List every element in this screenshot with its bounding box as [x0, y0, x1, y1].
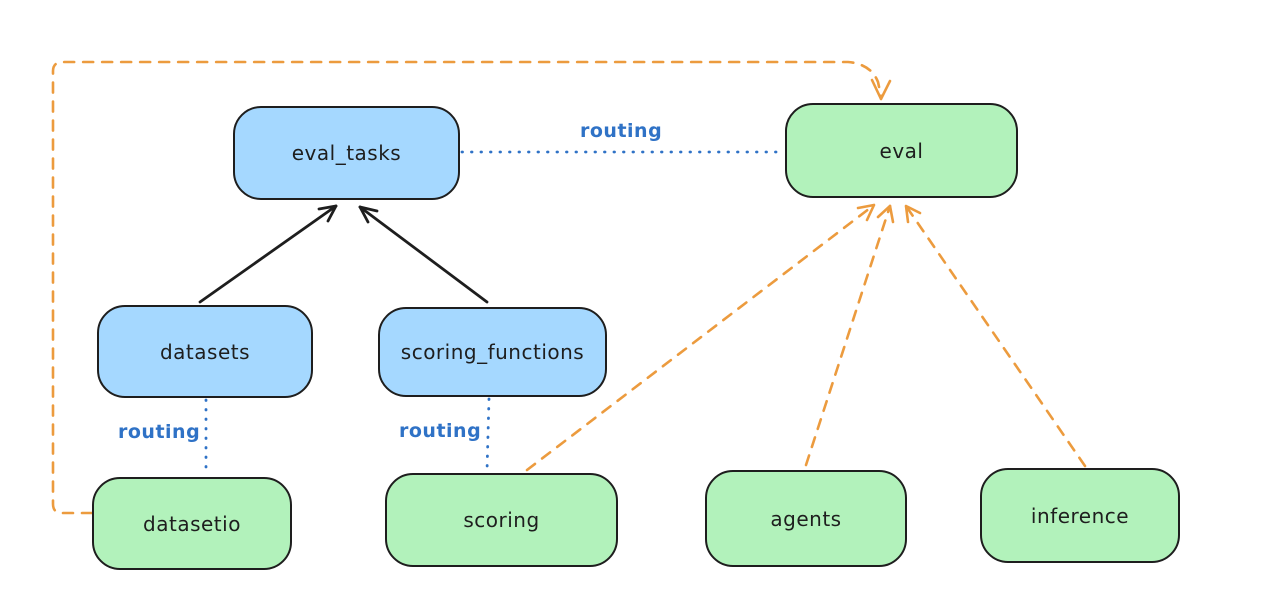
arrowhead-datasetio-eval [870, 78, 892, 101]
arrowhead-scoringfunctions-evaltasks [358, 205, 379, 224]
arrowhead-inference-eval [904, 204, 922, 224]
edge-agents-eval-line [804, 204, 892, 467]
node-scoring: scoring [385, 473, 618, 567]
arrowhead-datasets-evaltasks [317, 204, 338, 223]
edge-scoringfunctions-evaltasks-line [358, 205, 489, 304]
edge-scoring-eval [525, 203, 876, 472]
node-agents: agents [705, 470, 907, 567]
edge-scoringfunctions-scoring-line [485, 397, 491, 473]
node-eval-label: eval [879, 138, 924, 163]
edge-datasets-evaltasks [198, 204, 338, 304]
node-eval: eval [785, 103, 1018, 198]
arrowhead-agents-eval [876, 204, 895, 224]
node-agents-label: agents [770, 506, 842, 531]
routing-label-evaltasks-eval: routing [580, 120, 663, 142]
edge-datasetio-eval [51, 60, 892, 515]
node-datasetio-label: datasetio [143, 511, 241, 536]
edge-scoring-eval-line [525, 203, 876, 472]
edge-inference-eval-line [904, 204, 1087, 468]
routing-connectors [204, 150, 785, 476]
node-inference: inference [980, 468, 1180, 563]
routing-label-datasets-datasetio: routing [118, 421, 201, 443]
node-datasetio: datasetio [92, 477, 292, 570]
node-inference-label: inference [1030, 503, 1130, 528]
node-scoring-functions: scoring_functions [378, 307, 607, 397]
node-datasets: datasets [97, 305, 313, 398]
node-scoring-label: scoring [463, 508, 540, 532]
edge-inference-eval [904, 204, 1087, 468]
arrowhead-scoring-eval [856, 203, 876, 222]
edge-scoringfunctions-evaltasks [358, 205, 489, 304]
edge-datasetio-eval-line [51, 60, 883, 515]
node-eval-tasks: eval_tasks [233, 106, 460, 200]
node-scoring-functions-label: scoring_functions [400, 340, 585, 364]
edge-datasets-evaltasks-line [198, 204, 338, 304]
edge-agents-eval [804, 204, 895, 467]
routing-label-scoringfunctions-scoring: routing [399, 420, 482, 442]
node-eval-tasks-label: eval_tasks [291, 141, 402, 165]
node-datasets-label: datasets [159, 339, 251, 364]
